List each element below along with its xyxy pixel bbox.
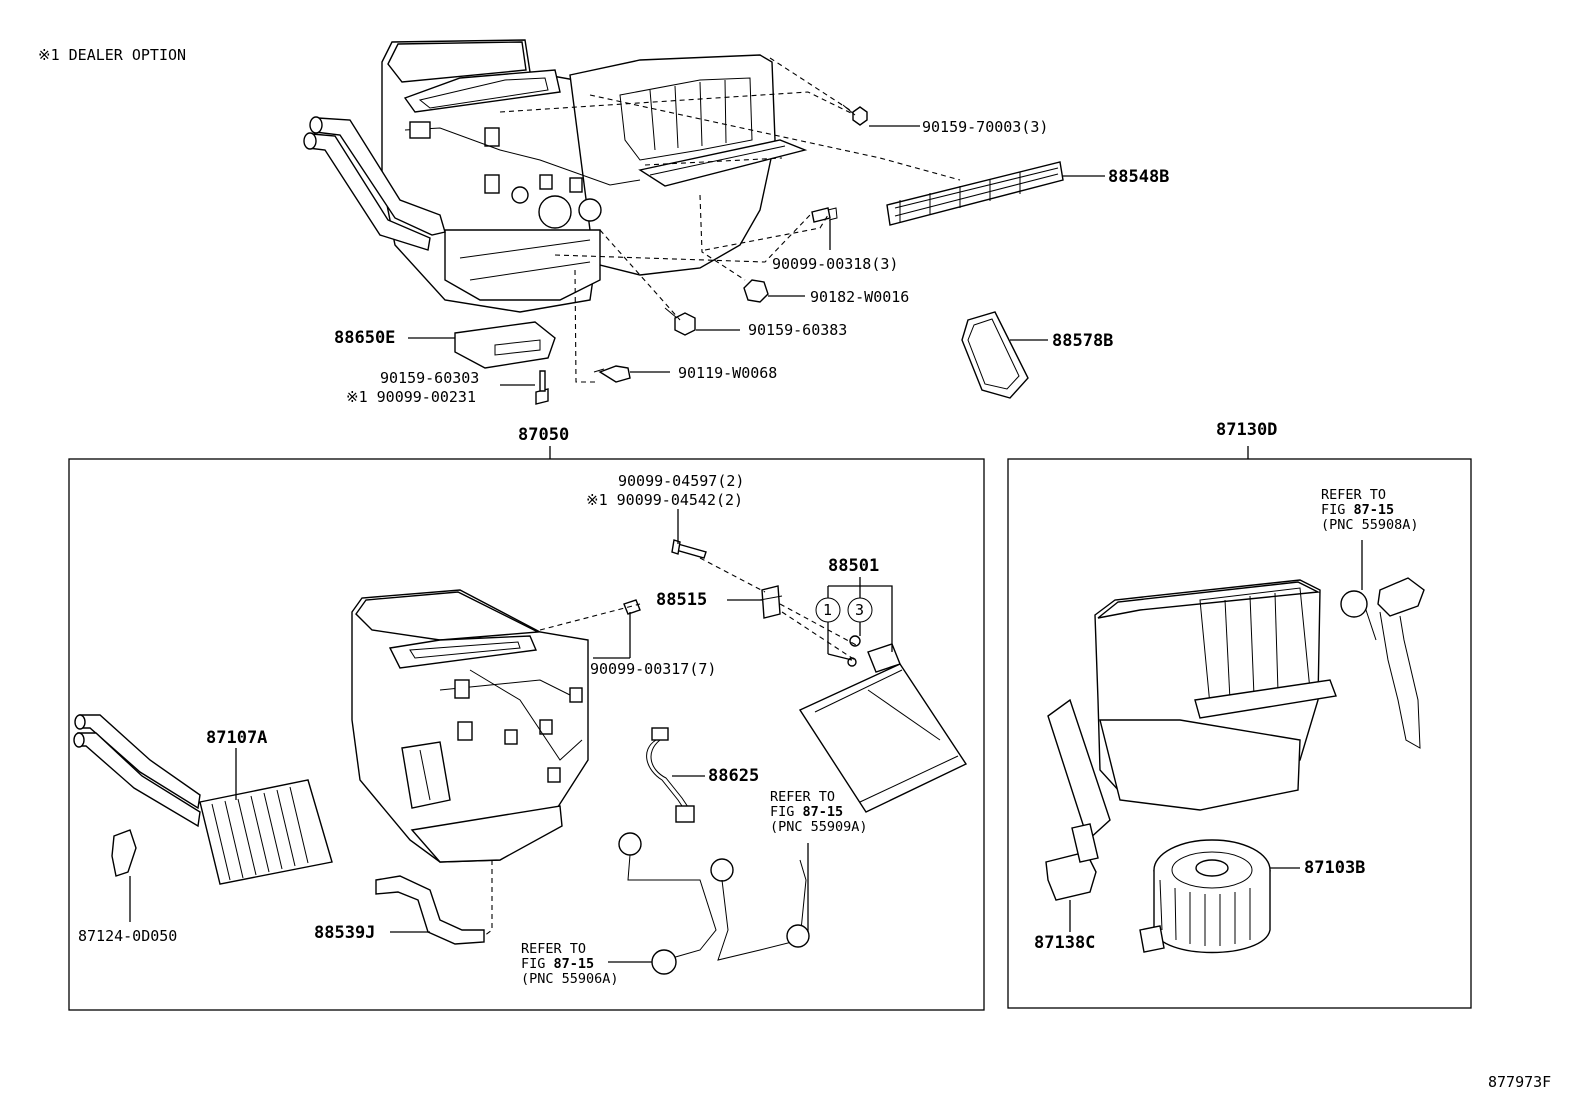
label-90099-04597: 90099-04597(2) — [618, 472, 745, 490]
label-90099-00318: 90099-00318(3) — [772, 255, 899, 273]
drain-hose-88539J — [375, 875, 485, 945]
bolt-90119-W0068 — [593, 365, 631, 383]
evaporator-88501 — [798, 643, 968, 813]
label-90159-70003: 90159-70003(3) — [922, 118, 1049, 136]
blower-motor-87103B — [1139, 839, 1271, 954]
heater-core-87107A — [73, 714, 333, 885]
thermistor-88625 — [646, 727, 695, 823]
group-box-87050 — [68, 458, 985, 1011]
label-90119-W0068: 90119-W0068 — [678, 364, 778, 382]
gasket-88578B — [961, 311, 1029, 399]
resistor-87138C — [1045, 823, 1099, 901]
label-88625: 88625 — [708, 766, 760, 786]
label-88548B: 88548B — [1108, 167, 1170, 187]
label-90182-W0016: 90182-W0016 — [810, 288, 910, 306]
bolt-90159-60383 — [664, 307, 696, 336]
hvac-case-illustration — [351, 589, 589, 863]
figure-code: 877973F — [1488, 1073, 1552, 1091]
refer-note-55906A: REFER TO FIG 87-15 (PNC 55906A) — [521, 941, 619, 987]
clip-87124-0D050 — [111, 829, 137, 877]
label-90099-00231: ※1 90099-00231 — [346, 388, 476, 406]
wire-harness-right — [710, 858, 810, 961]
wire-harness-left — [618, 832, 717, 975]
refer-note-55909A: REFER TO FIG 87-15 (PNC 55909A) — [770, 789, 868, 835]
group-box-87130D — [1007, 458, 1472, 1009]
label-87124-0D050: 87124-0D050 — [78, 927, 178, 945]
label-90099-04542: ※1 90099-04542(2) — [586, 491, 744, 509]
amplifier-88650E — [454, 321, 556, 369]
label-90099-00317: 90099-00317(7) — [590, 660, 717, 678]
label-88539J: 88539J — [314, 923, 376, 943]
blower-case-illustration — [1047, 579, 1337, 842]
screw-90159-60303 — [535, 370, 549, 405]
group-title-87050: 87050 — [518, 425, 570, 445]
circled-number-3: 3 — [855, 601, 865, 619]
bolt-90099-04597 — [671, 539, 707, 559]
label-88650E: 88650E — [334, 328, 396, 348]
group-title-87130D: 87130D — [1216, 420, 1278, 440]
label-87107A: 87107A — [206, 728, 268, 748]
screw-90099-00317 — [623, 599, 641, 615]
wire-harness-blower — [1340, 577, 1425, 749]
label-88578B: 88578B — [1052, 331, 1114, 351]
refer-note-55908A: REFER TO FIG 87-15 (PNC 55908A) — [1321, 487, 1419, 533]
expansion-valve-88515 — [759, 585, 783, 619]
filter-88548B — [886, 161, 1064, 226]
label-90159-60383: 90159-60383 — [748, 321, 848, 339]
label-87138C: 87138C — [1034, 933, 1096, 953]
dealer-option-note: ※1 DEALER OPTION — [38, 46, 187, 64]
label-88515: 88515 — [656, 590, 708, 610]
label-88501: 88501 — [828, 556, 880, 576]
top-hvac-unit-illustration — [303, 39, 808, 313]
label-87103B: 87103B — [1304, 858, 1366, 878]
label-90159-60303: 90159-60303 — [380, 369, 480, 387]
circled-number-1: 1 — [823, 601, 833, 619]
nut-90182-W0016 — [743, 279, 769, 303]
